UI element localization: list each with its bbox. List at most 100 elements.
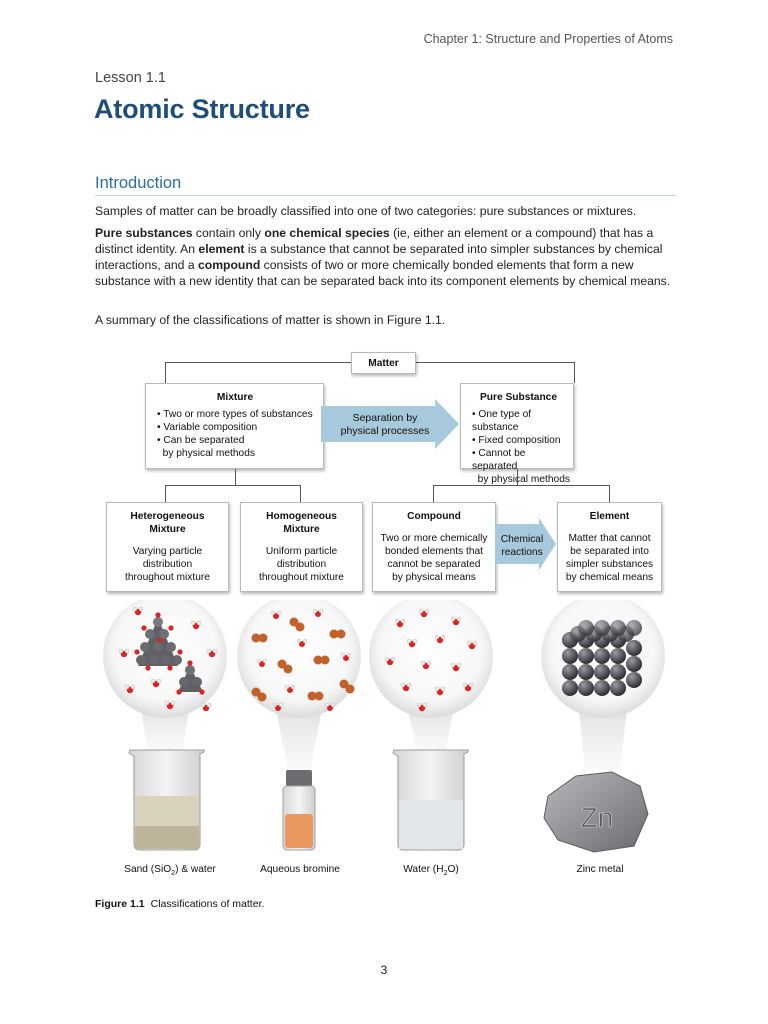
element-desc: be separated into (570, 546, 649, 557)
term-chemical-species: one chemical species (264, 226, 390, 240)
connector-line (235, 469, 236, 485)
connector-line (433, 485, 434, 502)
paragraph-definitions: Pure substances contain only one chemica… (95, 225, 675, 289)
beaker-sand-water (128, 749, 205, 851)
connector-line (300, 485, 301, 502)
sand-water-label: Sand (SiO2) & water (110, 864, 230, 877)
heterogeneous-desc: distribution (142, 559, 193, 570)
paragraph-intro: Samples of matter can be broadly classif… (95, 204, 637, 218)
sand-particle-cluster-small (176, 660, 205, 695)
compound-desc: bonded elements that (385, 546, 483, 557)
mixture-property: • Two or more types of substances (157, 409, 313, 420)
mixture-property: • Variable composition (157, 422, 258, 433)
mixture-box: Mixture • Two or more types of substance… (145, 383, 324, 469)
vial-bromine (282, 770, 316, 851)
mixture-properties: • Two or more types of substances • Vari… (151, 408, 319, 460)
particle-view-bubble (369, 600, 493, 718)
connector-line (165, 362, 352, 363)
bromine-molecules (251, 617, 355, 702)
text-run: consists of two or more chemically bonde… (95, 258, 671, 288)
connector-line (165, 485, 166, 502)
beaker-water (392, 749, 469, 851)
sand-label-text: Sand (SiO (124, 864, 172, 875)
lesson-label: Lesson 1.1 (95, 70, 166, 86)
compound-desc: cannot be separated (387, 559, 481, 570)
compound-box: Compound Two or more chemically bonded e… (372, 502, 496, 592)
pure-substance-property: • Fixed composition (472, 435, 561, 446)
water-label-subscript: 2 (443, 870, 448, 878)
homogeneous-title: Homogeneous (266, 511, 337, 522)
mixture-property: by physical methods (157, 448, 255, 459)
term-pure-substances: Pure substances (95, 226, 193, 240)
text-run: (ie, either an element or a compound) th… (95, 226, 654, 256)
pure-substance-properties: • One type of substance • Fixed composit… (466, 408, 571, 486)
zinc-label: Zinc metal (576, 864, 624, 875)
heterogeneous-title: Heterogeneous (130, 511, 205, 522)
paragraph-summary: A summary of the classifications of matt… (95, 313, 446, 327)
zoom-cone (578, 700, 628, 770)
figure-caption-text: Classifications of matter. (150, 898, 265, 910)
term-compound: compound (197, 258, 261, 272)
homogeneous-desc: distribution (276, 559, 327, 570)
bromine-label: Aqueous bromine (260, 864, 340, 875)
heterogeneous-desc: throughout mixture (125, 572, 210, 583)
sand-label-text: ) & water (175, 864, 216, 875)
water-molecules-compound (384, 608, 478, 712)
chapter-header: Chapter 1: Structure and Properties of A… (423, 32, 673, 46)
homogeneous-title: Mixture (283, 524, 320, 535)
zinc-metal-rock: Zn (543, 771, 649, 853)
heterogeneous-title: Mixture (149, 524, 186, 535)
separation-label: Separation by (353, 412, 419, 424)
pure-substance-property: • Cannot be separated (472, 448, 526, 472)
term-element: element (198, 242, 245, 256)
page-number: 3 (380, 963, 388, 977)
water-molecules-homogeneous (256, 608, 352, 711)
separation-label: physical processes (341, 425, 430, 437)
page-title: Atomic Structure (94, 94, 310, 124)
sand-particle-cluster (134, 612, 183, 671)
chemical-reactions-arrow: Chemical reactions (495, 518, 556, 570)
figure-caption: Figure 1.1 Classifications of matter. (95, 898, 264, 910)
zoom-cone (274, 700, 324, 770)
connector-line (416, 362, 574, 363)
homogeneous-desc: Uniform particle (265, 546, 338, 557)
text-run: is a substance that cannot be separated … (95, 242, 663, 272)
mixture-title: Mixture (216, 392, 254, 403)
element-title: Element (589, 511, 630, 522)
compound-desc: by physical means (392, 572, 476, 583)
element-desc: Matter that cannot (568, 533, 651, 544)
text-run: contain only (192, 226, 265, 240)
matter-title: Matter (368, 358, 399, 369)
sand-label-subscript: 2 (171, 870, 176, 878)
element-box: Element Matter that cannot be separated … (557, 502, 662, 592)
figure-caption-label: Figure 1.1 (95, 898, 145, 910)
connector-line (609, 485, 610, 502)
reactions-label: Chemical (501, 534, 543, 545)
element-desc: by chemical means (565, 572, 654, 583)
element-desc: simpler substances (565, 559, 654, 570)
connector-line (517, 469, 518, 485)
figure-classification-of-matter: Matter Mixture • Two or more types of su… (100, 352, 670, 882)
connector-line (574, 362, 575, 383)
heterogeneous-mixture-box: Heterogeneous Mixture Varying particle d… (106, 502, 229, 592)
pure-substance-property: by physical methods (472, 474, 570, 485)
homogeneous-mixture-box: Homogeneous Mixture Uniform particle dis… (240, 502, 363, 592)
water-label: Water (H2O) (379, 864, 483, 877)
compound-desc: Two or more chemically (380, 533, 488, 544)
homogeneous-desc: throughout mixture (259, 572, 344, 583)
water-label-text: O) (447, 864, 459, 875)
water-label-text: Water (H (403, 864, 444, 875)
connector-line (165, 485, 301, 486)
zinc-atom-lattice (562, 620, 642, 696)
section-heading: Introduction (95, 174, 676, 196)
pure-substance-property: • One type of substance (472, 409, 532, 433)
particle-view-bubble (237, 600, 361, 718)
reactions-label: reactions (501, 547, 542, 558)
connector-line (165, 362, 166, 383)
pure-substance-box: Pure Substance • One type of substance •… (460, 383, 574, 485)
mixture-property: • Can be separated (157, 435, 245, 446)
heterogeneous-desc: Varying particle (132, 546, 203, 557)
zinc-symbol: Zn (581, 802, 614, 833)
matter-box: Matter (351, 352, 416, 374)
connector-line (433, 485, 609, 486)
